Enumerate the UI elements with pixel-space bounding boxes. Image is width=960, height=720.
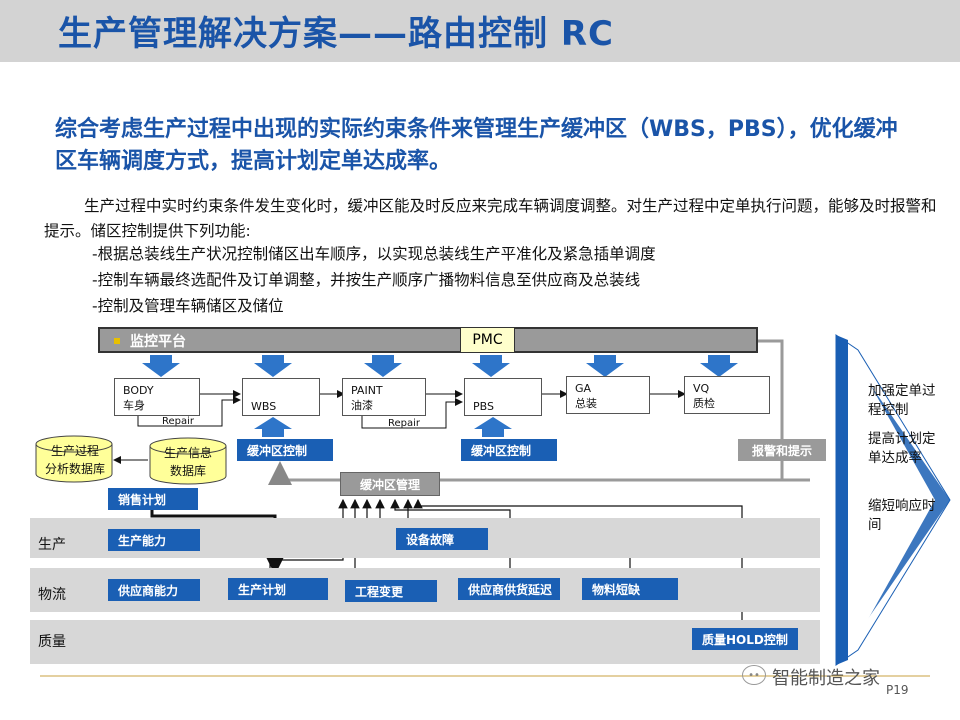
stage-code: VQ [693,382,710,395]
repair-label: Repair [162,416,195,427]
monitor-platform-bar: 监控平台 [98,327,758,353]
supplier-capacity-box: 供应商能力 [108,579,200,601]
db-line: 生产过程 [50,444,99,458]
buffer-control-box: 缓冲区控制 [461,439,557,461]
stage-paint: PAINT 油漆 [342,378,426,416]
page-number: P19 [886,683,909,697]
supplier-delay-box: 供应商供货延迟 [458,578,560,600]
benefit-text: 提高计划定单达成率 [868,431,936,466]
production-plan-box: 生产计划 [228,578,328,600]
stage-code: BODY [123,384,154,397]
stage-code: PAINT [351,384,383,397]
stage-name: 油漆 [351,399,373,412]
intro-paragraph: 生产过程中实时约束条件发生变化时，缓冲区能及时反应来完成车辆调度调整。对生产过程… [44,194,944,244]
db-info-label: 生产信息 数据库 [156,444,220,480]
benefit-text: 加强定单过程控制 [868,383,936,418]
monitor-label: 监控平台 [130,334,186,350]
material-shortage-box: 物料短缺 [582,578,678,600]
wechat-icon: •• [742,665,766,685]
stage-name: 总装 [575,397,597,410]
stage-wbs: WBS [242,378,320,416]
bullet-item: -控制及管理车辆储区及储位 [92,297,284,315]
paragraph-text: 生产过程中实时约束条件发生变化时，缓冲区能及时反应来完成车辆调度调整。对生产过程… [44,197,937,240]
subtitle: 综合考虑生产过程中出现的实际约束条件来管理生产缓冲区（WBS，PBS），优化缓冲… [55,117,898,174]
page-title: 生产管理解决方案——路由控制 RC [58,14,614,54]
db-line: 分析数据库 [44,462,105,476]
db-production-label: 生产过程 分析数据库 [42,442,108,478]
band-quality [30,620,820,664]
down-arrows [142,355,738,377]
stage-ga: GA 总装 [566,376,650,414]
bullet-item: -控制车辆最终选配件及订单调整，并按生产顺序广播物料信息至供应商及总装线 [92,271,641,289]
sales-plan-box: 销售计划 [108,488,198,510]
band-label: 质量 [38,634,66,650]
stage-code: PBS [473,400,494,413]
alarm-box: 报警和提示 [738,439,826,461]
equipment-fault-box: 设备故障 [396,528,488,550]
title-bar: 生产管理解决方案——路由控制 RC [0,0,960,62]
production-capacity-box: 生产能力 [108,529,200,551]
bullet-item: -根据总装线生产状况控制储区出车顺序，以实现总装线生产平准化及紧急插单调度 [92,245,656,263]
bullet-square-icon [114,338,120,344]
stage-pbs: PBS [464,378,542,416]
band-label: 物流 [38,587,66,603]
repair-label: Repair [388,418,421,429]
band-label: 生产 [38,537,66,553]
benefit-text: 缩短响应时间 [868,498,936,533]
quality-hold-box: 质量HOLD控制 [692,628,798,650]
buffer-control-box: 缓冲区控制 [237,439,333,461]
stage-vq: VQ 质检 [684,376,770,414]
stage-code: WBS [251,400,277,413]
stage-body: BODY 车身 [114,378,200,416]
db-line: 生产信息 [163,446,212,460]
pmc-box: PMC [460,327,515,353]
stage-name: 车身 [123,399,145,412]
db-line: 数据库 [169,464,206,478]
stage-name: 质检 [693,397,715,410]
watermark-text: 智能制造之家 [772,668,880,689]
engineering-change-box: 工程变更 [345,580,437,602]
db-shapes [35,435,227,485]
buffer-management-box: 缓冲区管理 [340,472,440,496]
stage-code: GA [575,382,592,395]
